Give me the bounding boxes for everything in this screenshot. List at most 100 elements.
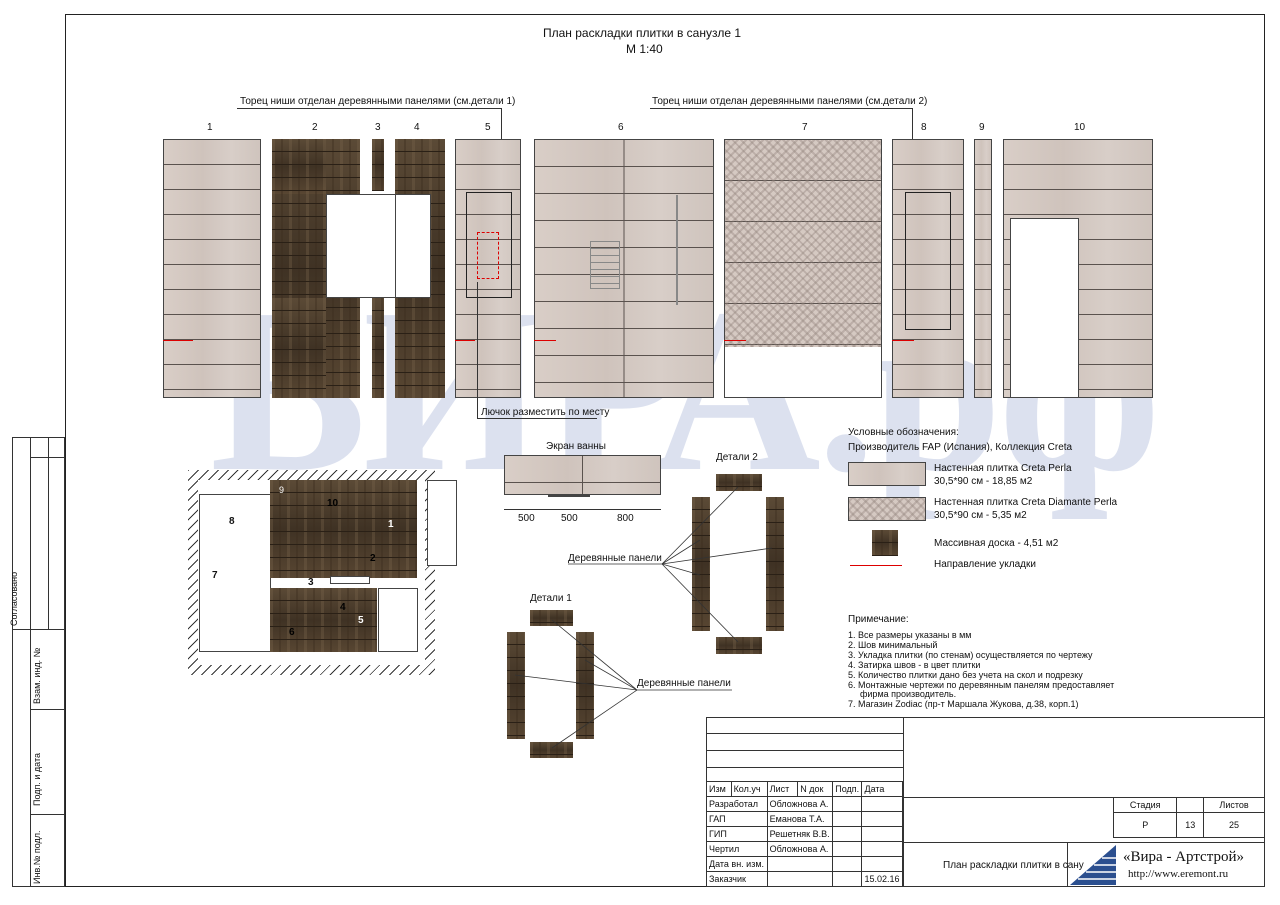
note-item: 1. Все размеры указаны в мм bbox=[848, 630, 972, 640]
legend-maker: Производитель FAP (Испания), Коллекция C… bbox=[848, 442, 1073, 453]
note-item: 7. Магазин Zodiac (пр-т Маршала Жукова, … bbox=[848, 699, 1079, 709]
laying-direction-arrow bbox=[724, 340, 746, 341]
plan-mark: 10 bbox=[327, 498, 339, 509]
company-logo-icon bbox=[1070, 845, 1116, 885]
notes-header: Примечание: bbox=[848, 614, 909, 625]
plan-mark: 4 bbox=[340, 602, 346, 613]
hatch-outline bbox=[477, 232, 499, 279]
legend-item-4: Направление укладки bbox=[934, 559, 1036, 570]
laying-direction-arrow bbox=[163, 340, 193, 341]
panel-detail-2 bbox=[716, 474, 762, 491]
hatch-label-underline bbox=[477, 418, 597, 419]
side-stamp bbox=[12, 437, 65, 887]
wall-elevation-1 bbox=[163, 139, 261, 398]
stamp-name bbox=[766, 871, 834, 887]
note-item: фирма производитель. bbox=[860, 689, 957, 699]
note-item: 3. Укладка плитки (по стенам) осуществля… bbox=[848, 650, 1093, 660]
plan-bathtub bbox=[199, 494, 271, 652]
panels-label-2: Деревянные панели bbox=[568, 553, 662, 564]
plan-mark: 1 bbox=[388, 519, 394, 530]
hatch-leader bbox=[477, 282, 478, 418]
stage-head: Листов bbox=[1203, 797, 1265, 813]
callout-left-line bbox=[237, 108, 502, 109]
title-block-rule bbox=[903, 842, 1265, 843]
bath-screen-elevation bbox=[504, 455, 661, 495]
stamp-head: Подп. bbox=[832, 781, 863, 797]
plan-mark: 3 bbox=[308, 577, 314, 588]
stage-value: Р bbox=[1112, 812, 1178, 838]
wall-number: 10 bbox=[1074, 122, 1086, 133]
panel-detail-1 bbox=[530, 742, 573, 758]
legend-swatch-perla bbox=[848, 462, 926, 486]
stamp-head: N док bbox=[797, 781, 834, 797]
stamp-head: Лист bbox=[766, 781, 799, 797]
panel-detail-2 bbox=[692, 497, 710, 631]
shower-rod-icon bbox=[676, 195, 679, 305]
callout-right-line bbox=[650, 108, 912, 109]
drawing-frame bbox=[65, 14, 1265, 887]
stamp-name bbox=[766, 856, 834, 872]
side-stamp-row bbox=[30, 457, 65, 458]
panel-detail-2 bbox=[766, 497, 784, 631]
callout-left: Торец ниши отделан деревянными панелями … bbox=[240, 96, 516, 107]
niche-outline-5 bbox=[466, 192, 512, 298]
panel-detail-2 bbox=[716, 637, 762, 654]
panels-label-1: Деревянные панели bbox=[637, 678, 731, 689]
wall-elevation-2-top bbox=[272, 139, 326, 194]
side-label-approved: Согласовано bbox=[9, 571, 19, 626]
title-block-rule bbox=[903, 797, 1113, 798]
plan-wood-floor-upper bbox=[270, 480, 417, 578]
plan-mark: 2 bbox=[370, 553, 376, 564]
company-url[interactable]: http://www.eremont.ru bbox=[1128, 868, 1229, 880]
stamp-head: Дата bbox=[861, 781, 903, 797]
page-title: План раскладки плитки в санузле 1 bbox=[543, 26, 742, 40]
sheet-title: План раскладки плитки в сану bbox=[943, 860, 1084, 871]
stamp-role: Разработал bbox=[706, 796, 768, 812]
niche-outline-8 bbox=[905, 192, 951, 330]
scale-label: М 1:40 bbox=[626, 42, 663, 56]
callout-right: Торец ниши отделан деревянными панелями … bbox=[652, 96, 928, 107]
dim-value: 500 bbox=[518, 513, 535, 524]
wall-elevation-8 bbox=[892, 139, 964, 398]
legend-header: Условные обозначения: bbox=[848, 427, 959, 438]
sheet-number: 13 bbox=[1176, 812, 1205, 838]
wall-number: 4 bbox=[414, 122, 420, 133]
details-2-title: Детали 2 bbox=[716, 452, 758, 463]
legend-direction-arrow bbox=[850, 565, 902, 566]
panel-detail-1 bbox=[530, 610, 573, 626]
wall-number: 5 bbox=[485, 122, 491, 133]
stamp-name: Решетняк В.В. bbox=[766, 826, 834, 842]
side-stamp-col bbox=[48, 437, 49, 629]
legend-item-2-line1: Настенная плитка Creta Diamante Perla bbox=[934, 497, 1118, 508]
legend-swatch-wood bbox=[872, 530, 898, 556]
wall-number: 6 bbox=[618, 122, 624, 133]
stamp-table: Изм Кол.уч Лист N док Подп. Дата Разрабо… bbox=[706, 781, 903, 887]
stamp-role: ГАП bbox=[706, 811, 768, 827]
side-label-replace: Взам. инд. № bbox=[32, 647, 42, 704]
title-block-divider bbox=[903, 717, 904, 887]
plan-mark: 7 bbox=[212, 570, 218, 581]
wall-number: 9 bbox=[979, 122, 985, 133]
wall-number: 7 bbox=[802, 122, 808, 133]
dim-value: 500 bbox=[561, 513, 578, 524]
niche-opening-4 bbox=[395, 194, 431, 298]
stamp-head: Кол.уч bbox=[730, 781, 768, 797]
legend-item-1-line1: Настенная плитка Creta Perla bbox=[934, 463, 1072, 474]
wall-elevation-6 bbox=[534, 139, 714, 398]
note-item: 6. Монтажные чертежи по деревянным панел… bbox=[848, 680, 1115, 690]
plan-niche bbox=[427, 480, 457, 566]
stamp-role: Заказчик bbox=[706, 871, 768, 887]
side-stamp-row bbox=[30, 709, 65, 710]
bath-screen-label: Экран ванны bbox=[546, 441, 606, 452]
note-item: 2. Шов минимальный bbox=[848, 640, 938, 650]
stamp-head: Изм bbox=[706, 781, 732, 797]
wall-number: 8 bbox=[921, 122, 927, 133]
stage-head: Стадия bbox=[1112, 797, 1178, 813]
dim-value: 800 bbox=[617, 513, 634, 524]
hatch-label: Лючок разместить по месту bbox=[481, 407, 610, 418]
side-stamp-col bbox=[30, 437, 31, 887]
stamp-name: Обложнова А. bbox=[766, 841, 834, 857]
wall-number: 3 bbox=[375, 122, 381, 133]
plan-mark: 8 bbox=[229, 516, 235, 527]
